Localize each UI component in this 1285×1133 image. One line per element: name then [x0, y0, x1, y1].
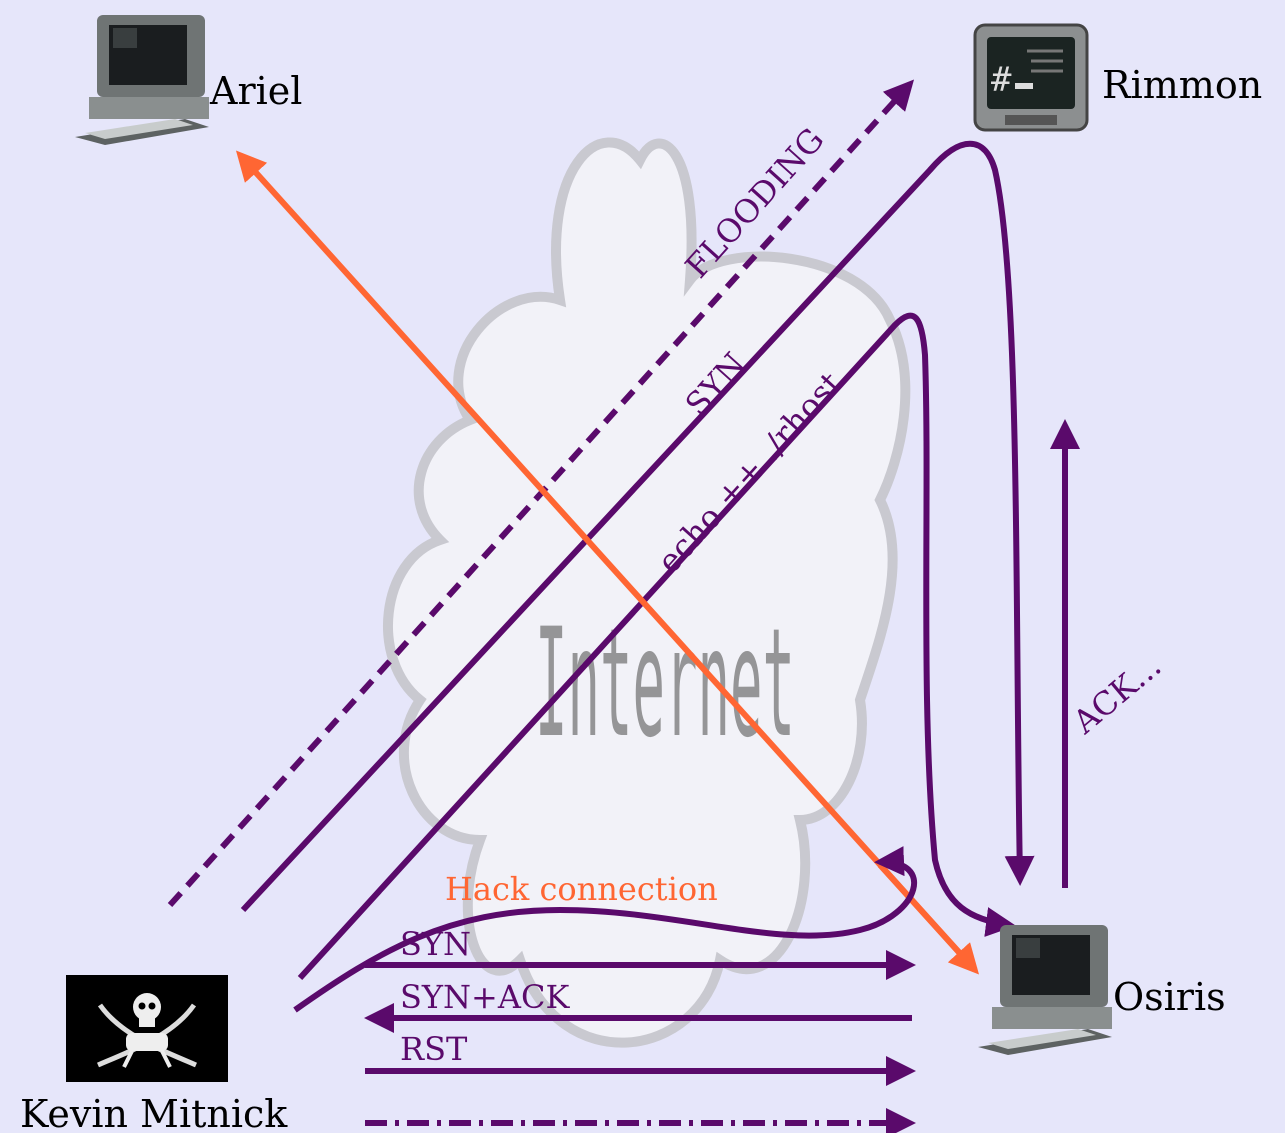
kevin-label: Kevin Mitnick	[20, 1092, 288, 1133]
flooding-arrow	[167, 79, 915, 908]
svg-text:#: #	[991, 60, 1012, 100]
internet-cloud: Internet	[382, 137, 911, 1048]
ariel-workstation-icon	[75, 15, 209, 145]
synack-label: SYN+ACK	[400, 978, 570, 1016]
hack-connection-arrow	[235, 150, 978, 973]
rst-label: RST	[400, 1030, 468, 1068]
echo-path	[297, 312, 1016, 981]
hack-label: Hack connection	[445, 870, 718, 908]
ack-label: ACK...	[1065, 646, 1168, 741]
kevin-pirate-flag-icon	[66, 975, 228, 1082]
osiris-label: Osiris	[1113, 975, 1226, 1019]
osiris-workstation-icon	[978, 925, 1112, 1055]
rimmon-label: Rimmon	[1102, 63, 1262, 107]
hack-curve-path	[293, 846, 918, 1013]
syn-path	[240, 140, 1035, 913]
rimmon-terminal-icon: #	[973, 23, 1089, 132]
syn-label: SYN	[400, 925, 471, 963]
hack-connection-arrowhead	[877, 862, 980, 975]
ariel-label: Ariel	[209, 69, 302, 113]
